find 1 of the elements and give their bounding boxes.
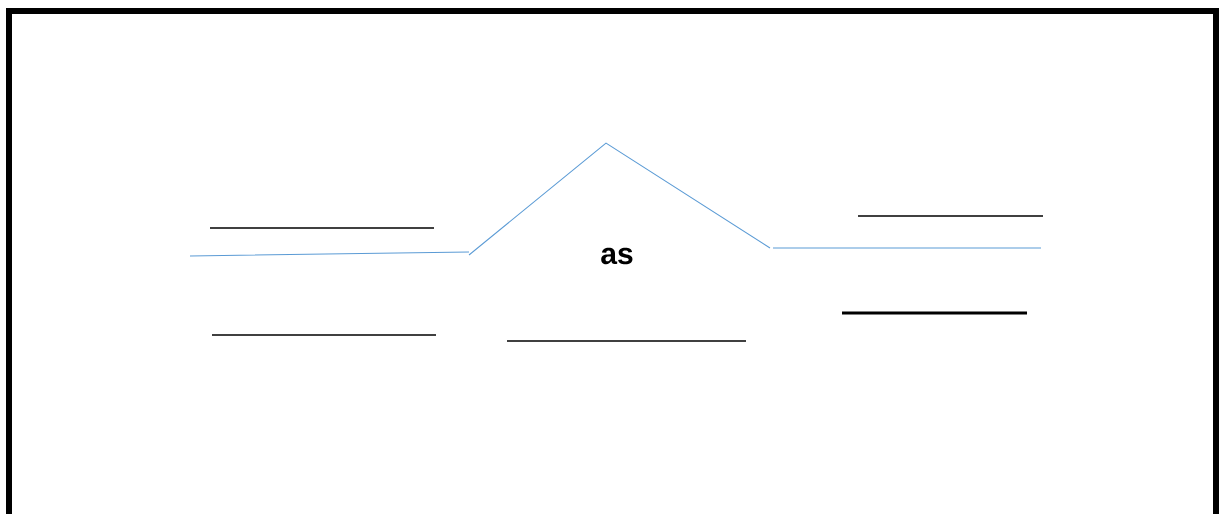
- word-label: as: [601, 247, 633, 265]
